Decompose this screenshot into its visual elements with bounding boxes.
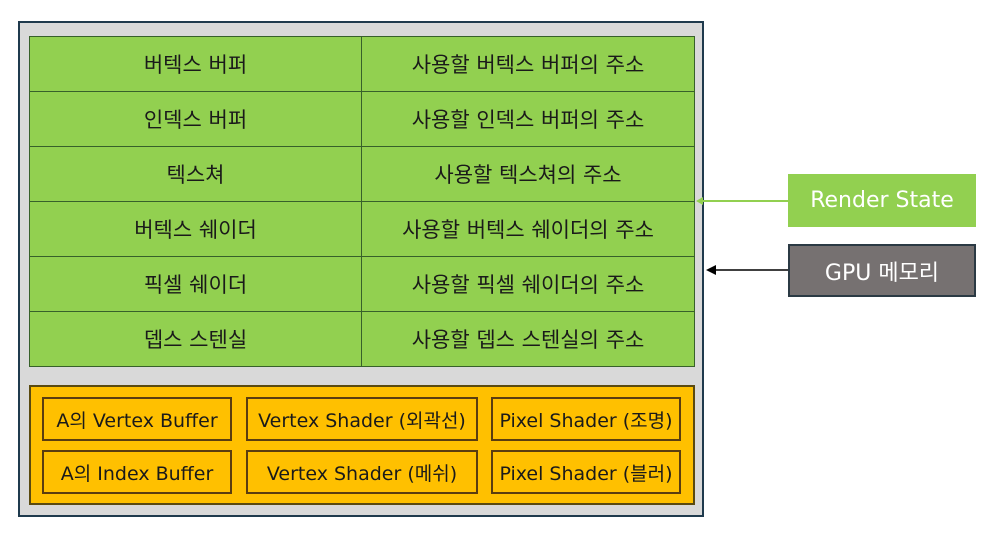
state-address-cell: 사용할 텍스쳐의 주소 bbox=[361, 146, 695, 202]
a-index-buffer-box: A의 Index Buffer bbox=[42, 450, 232, 494]
vertex-shader-mesh-box: Vertex Shader (메쉬) bbox=[246, 450, 478, 494]
a-vertex-buffer-box: A의 Vertex Buffer bbox=[42, 397, 232, 441]
vertex-shader-outline-box: Vertex Shader (외곽선) bbox=[246, 397, 478, 441]
pixel-shader-blur-box: Pixel Shader (블러) bbox=[491, 450, 681, 494]
table-row: 버텍스 쉐이더 사용할 버텍스 쉐이더의 주소 bbox=[29, 201, 695, 257]
state-name-cell: 뎁스 스텐실 bbox=[29, 311, 362, 367]
state-address-cell: 사용할 버텍스 버퍼의 주소 bbox=[361, 36, 695, 92]
state-name-cell: 버텍스 버퍼 bbox=[29, 36, 362, 92]
table-row: 텍스쳐 사용할 텍스쳐의 주소 bbox=[29, 146, 695, 202]
state-address-cell: 사용할 인덱스 버퍼의 주소 bbox=[361, 91, 695, 147]
state-name-cell: 픽셀 쉐이더 bbox=[29, 256, 362, 312]
pixel-shader-light-box: Pixel Shader (조명) bbox=[491, 397, 681, 441]
gpu-memory-label: GPU 메모리 bbox=[788, 244, 976, 297]
table-row: 인덱스 버퍼 사용할 인덱스 버퍼의 주소 bbox=[29, 91, 695, 147]
table-row: 뎁스 스텐실 사용할 뎁스 스텐실의 주소 bbox=[29, 311, 695, 367]
table-row: 버텍스 버퍼 사용할 버텍스 버퍼의 주소 bbox=[29, 36, 695, 92]
render-state-label: Render State bbox=[788, 174, 976, 227]
state-name-cell: 텍스쳐 bbox=[29, 146, 362, 202]
table-row: 픽셀 쉐이더 사용할 픽셀 쉐이더의 주소 bbox=[29, 256, 695, 312]
render-state-arrowhead bbox=[696, 197, 703, 205]
render-state-table: 버텍스 버퍼 사용할 버텍스 버퍼의 주소 인덱스 버퍼 사용할 인덱스 버퍼의… bbox=[29, 36, 695, 367]
gpu-memory-arrowhead bbox=[706, 265, 716, 275]
state-address-cell: 사용할 뎁스 스텐실의 주소 bbox=[361, 311, 695, 367]
state-address-cell: 사용할 버텍스 쉐이더의 주소 bbox=[361, 201, 695, 257]
state-address-cell: 사용할 픽셀 쉐이더의 주소 bbox=[361, 256, 695, 312]
